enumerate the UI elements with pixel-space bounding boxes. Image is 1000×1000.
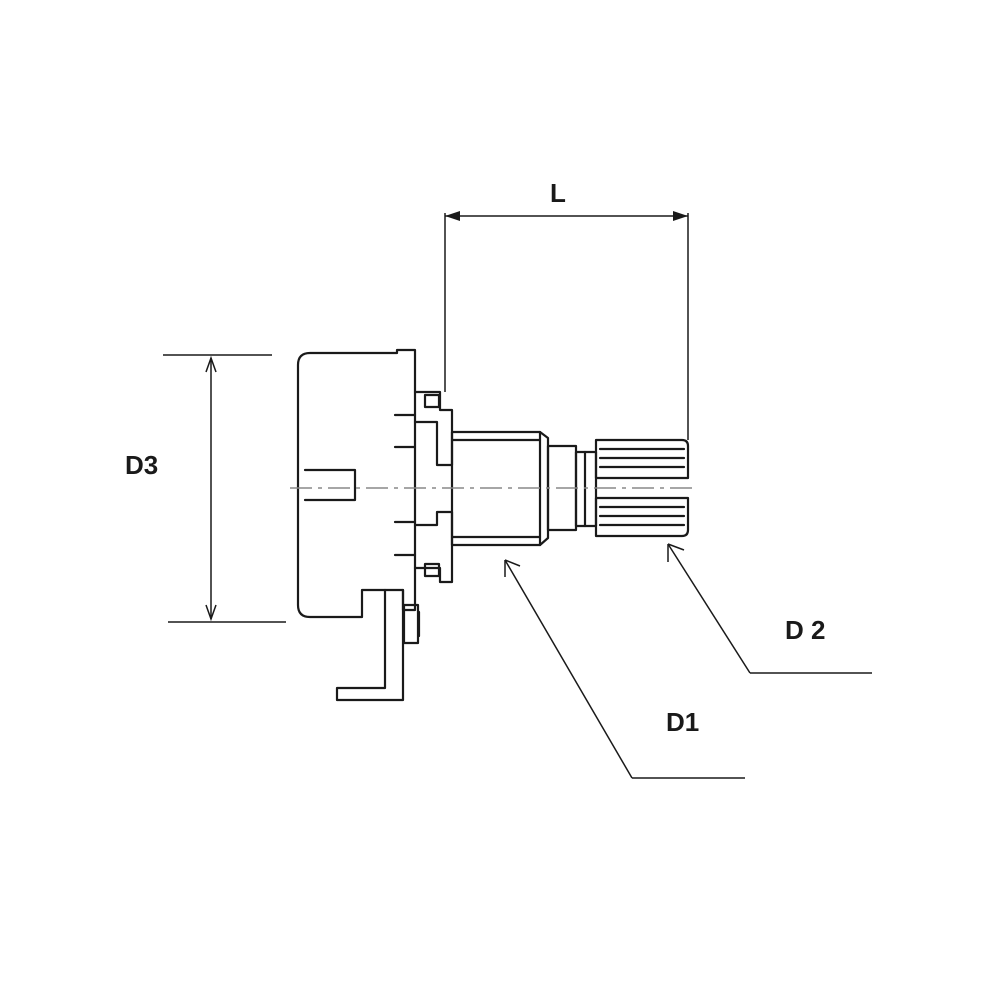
shaft-collar bbox=[546, 444, 598, 532]
mounting-bracket bbox=[413, 390, 454, 584]
leader-d2 bbox=[667, 543, 872, 674]
dimension-l bbox=[444, 211, 689, 440]
leader-d1 bbox=[504, 559, 745, 779]
dimension-d3 bbox=[163, 354, 286, 623]
label-d1: D1 bbox=[666, 707, 700, 737]
label-d3: D3 bbox=[125, 450, 159, 480]
label-l: L bbox=[550, 178, 566, 208]
label-d2: D 2 bbox=[785, 615, 826, 645]
housing-body bbox=[296, 348, 417, 619]
knurled-shaft bbox=[594, 438, 690, 538]
terminal-pin bbox=[335, 588, 421, 702]
